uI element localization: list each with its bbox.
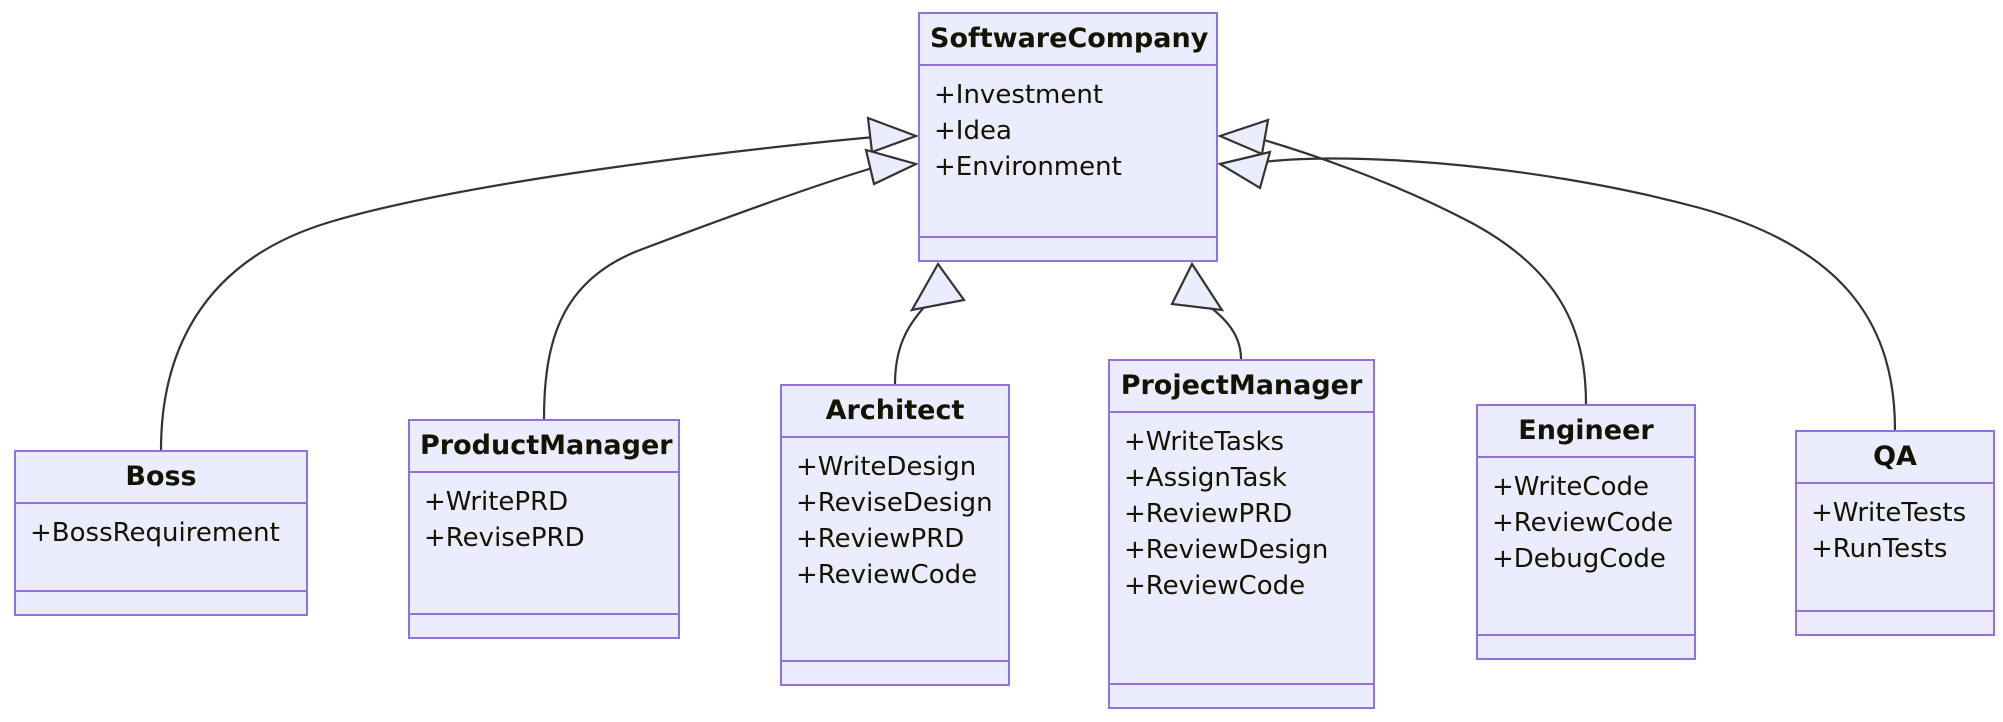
inheritance-arrowhead-architect [909,261,966,312]
class-member: +ReviewCode [1492,507,1674,538]
class-title-product-manager: ProductManager [410,421,678,473]
class-title-project-manager: ProjectManager [1110,361,1373,413]
class-attributes-qa: +WriteTests +RunTests [1797,484,1993,612]
class-member: +WriteDesign [796,452,977,482]
class-title-engineer: Engineer [1478,406,1694,458]
class-attributes-product-manager: +WritePRD +RevisePRD [410,473,678,615]
class-node-boss[interactable]: Boss +BossRequirement [14,450,308,616]
class-member: +ReviewCode [1124,570,1306,601]
class-methods-engineer [1478,636,1694,658]
class-member: +RevisePRD [424,522,585,553]
class-node-architect[interactable]: Architect +WriteDesign +ReviseDesign +Re… [780,384,1010,686]
class-title-boss: Boss [16,452,306,504]
class-attributes-architect: +WriteDesign +ReviseDesign +ReviewPRD +R… [782,438,1008,662]
class-member: +WriteTasks [1124,427,1285,457]
class-methods-architect [782,662,1008,684]
class-node-engineer[interactable]: Engineer +WriteCode +ReviewCode +DebugCo… [1476,404,1696,660]
class-node-product-manager[interactable]: ProductManager +WritePRD +RevisePRD [408,419,680,639]
class-attributes-engineer: +WriteCode +ReviewCode +DebugCode [1478,458,1694,636]
class-node-software-company[interactable]: SoftwareCompany +Investment +Idea +Envir… [918,12,1218,262]
class-member: +Environment [934,151,1122,182]
inheritance-arrowhead-projectmanager [1170,261,1225,312]
class-member: +ReviewPRD [796,523,965,554]
class-member: +ReviewDesign [1124,534,1329,565]
class-title-architect: Architect [782,386,1008,438]
edge-engineer-to-softwarecompany [1248,134,1588,406]
class-methods-boss [16,592,306,614]
class-member: +ReviewPRD [1124,498,1293,529]
class-attributes-project-manager: +WriteTasks +AssignTask +ReviewPRD +Revi… [1110,413,1373,685]
class-member: +RunTests [1811,533,1948,564]
class-member: +WriteTests [1811,498,1967,528]
class-methods-software-company [920,238,1216,260]
class-member: +Idea [934,115,1012,146]
class-node-qa[interactable]: QA +WriteTests +RunTests [1795,430,1995,636]
class-methods-project-manager [1110,685,1373,707]
class-member: +DebugCode [1492,543,1666,574]
class-methods-qa [1797,612,1993,634]
inheritance-arrowhead-productmanager [864,148,920,186]
class-member: +WriteCode [1492,472,1649,502]
edge-qa-to-softwarecompany [1248,157,1897,432]
inheritance-arrowhead-boss [866,116,920,154]
inheritance-arrowhead-qa [1217,150,1272,190]
edge-productmanager-to-softwarecompany [542,162,888,421]
class-methods-product-manager [410,615,678,637]
class-member: +Investment [934,80,1104,110]
class-member: +BossRequirement [30,518,280,548]
class-member: +ReviewCode [796,559,978,590]
inheritance-arrowhead-engineer [1216,118,1270,156]
class-attributes-boss: +BossRequirement [16,504,306,592]
class-node-project-manager[interactable]: ProjectManager +WriteTasks +AssignTask +… [1108,359,1375,709]
class-attributes-software-company: +Investment +Idea +Environment [920,66,1216,238]
edge-boss-to-softwarecompany [159,134,888,452]
class-member: +WritePRD [424,487,569,517]
class-title-software-company: SoftwareCompany [920,14,1216,66]
class-member: +ReviseDesign [796,487,993,518]
class-title-qa: QA [1797,432,1993,484]
class-member: +AssignTask [1124,462,1287,493]
